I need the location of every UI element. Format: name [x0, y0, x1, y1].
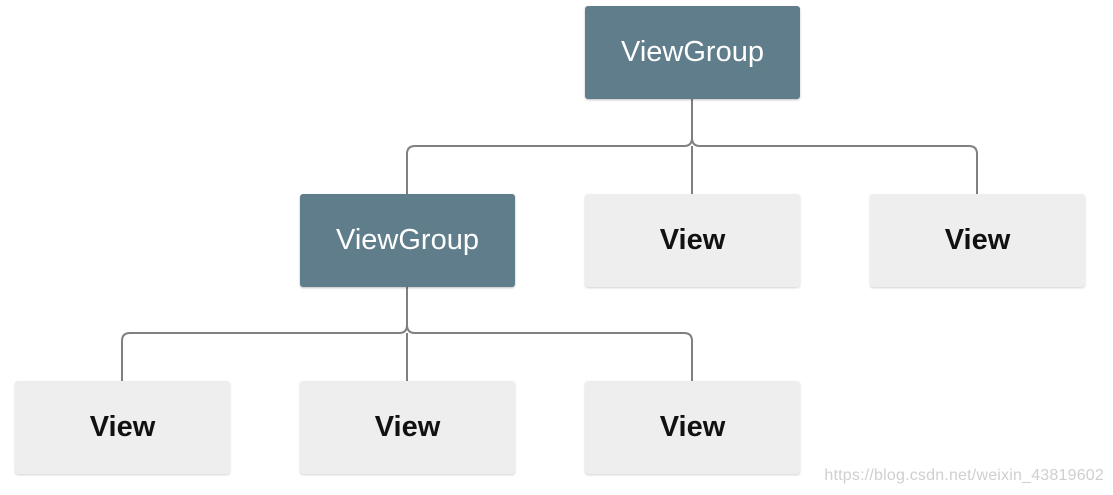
- connector-root-right: [700, 145, 978, 194]
- root-viewgroup-node: ViewGroup: [585, 6, 800, 99]
- connector-sub-left: [121, 324, 408, 381]
- view-label: View: [659, 224, 726, 256]
- view-node-level2-right: View: [585, 381, 800, 474]
- view-node-level2-middle: View: [300, 381, 515, 474]
- view-node-level2-left: View: [15, 381, 230, 474]
- root-viewgroup-label: ViewGroup: [621, 36, 764, 68]
- view-label: View: [374, 411, 441, 443]
- connector-sub-right: [415, 332, 693, 381]
- view-label: View: [659, 411, 726, 443]
- child-viewgroup-node: ViewGroup: [300, 194, 515, 287]
- view-node-level1-middle: View: [585, 194, 800, 287]
- connector-root-trunk: [691, 99, 701, 147]
- view-label: View: [944, 224, 1011, 256]
- source-watermark: https://blog.csdn.net/weixin_43819602: [824, 467, 1104, 484]
- child-viewgroup-label: ViewGroup: [336, 224, 479, 256]
- connector-root-left: [406, 137, 693, 194]
- view-node-level1-right: View: [870, 194, 1085, 287]
- connector-sub-trunk: [406, 287, 416, 334]
- view-label: View: [89, 411, 156, 443]
